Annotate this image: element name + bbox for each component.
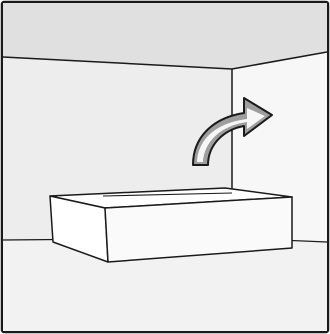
room-scene [0, 0, 330, 334]
room-illustration [0, 0, 330, 334]
